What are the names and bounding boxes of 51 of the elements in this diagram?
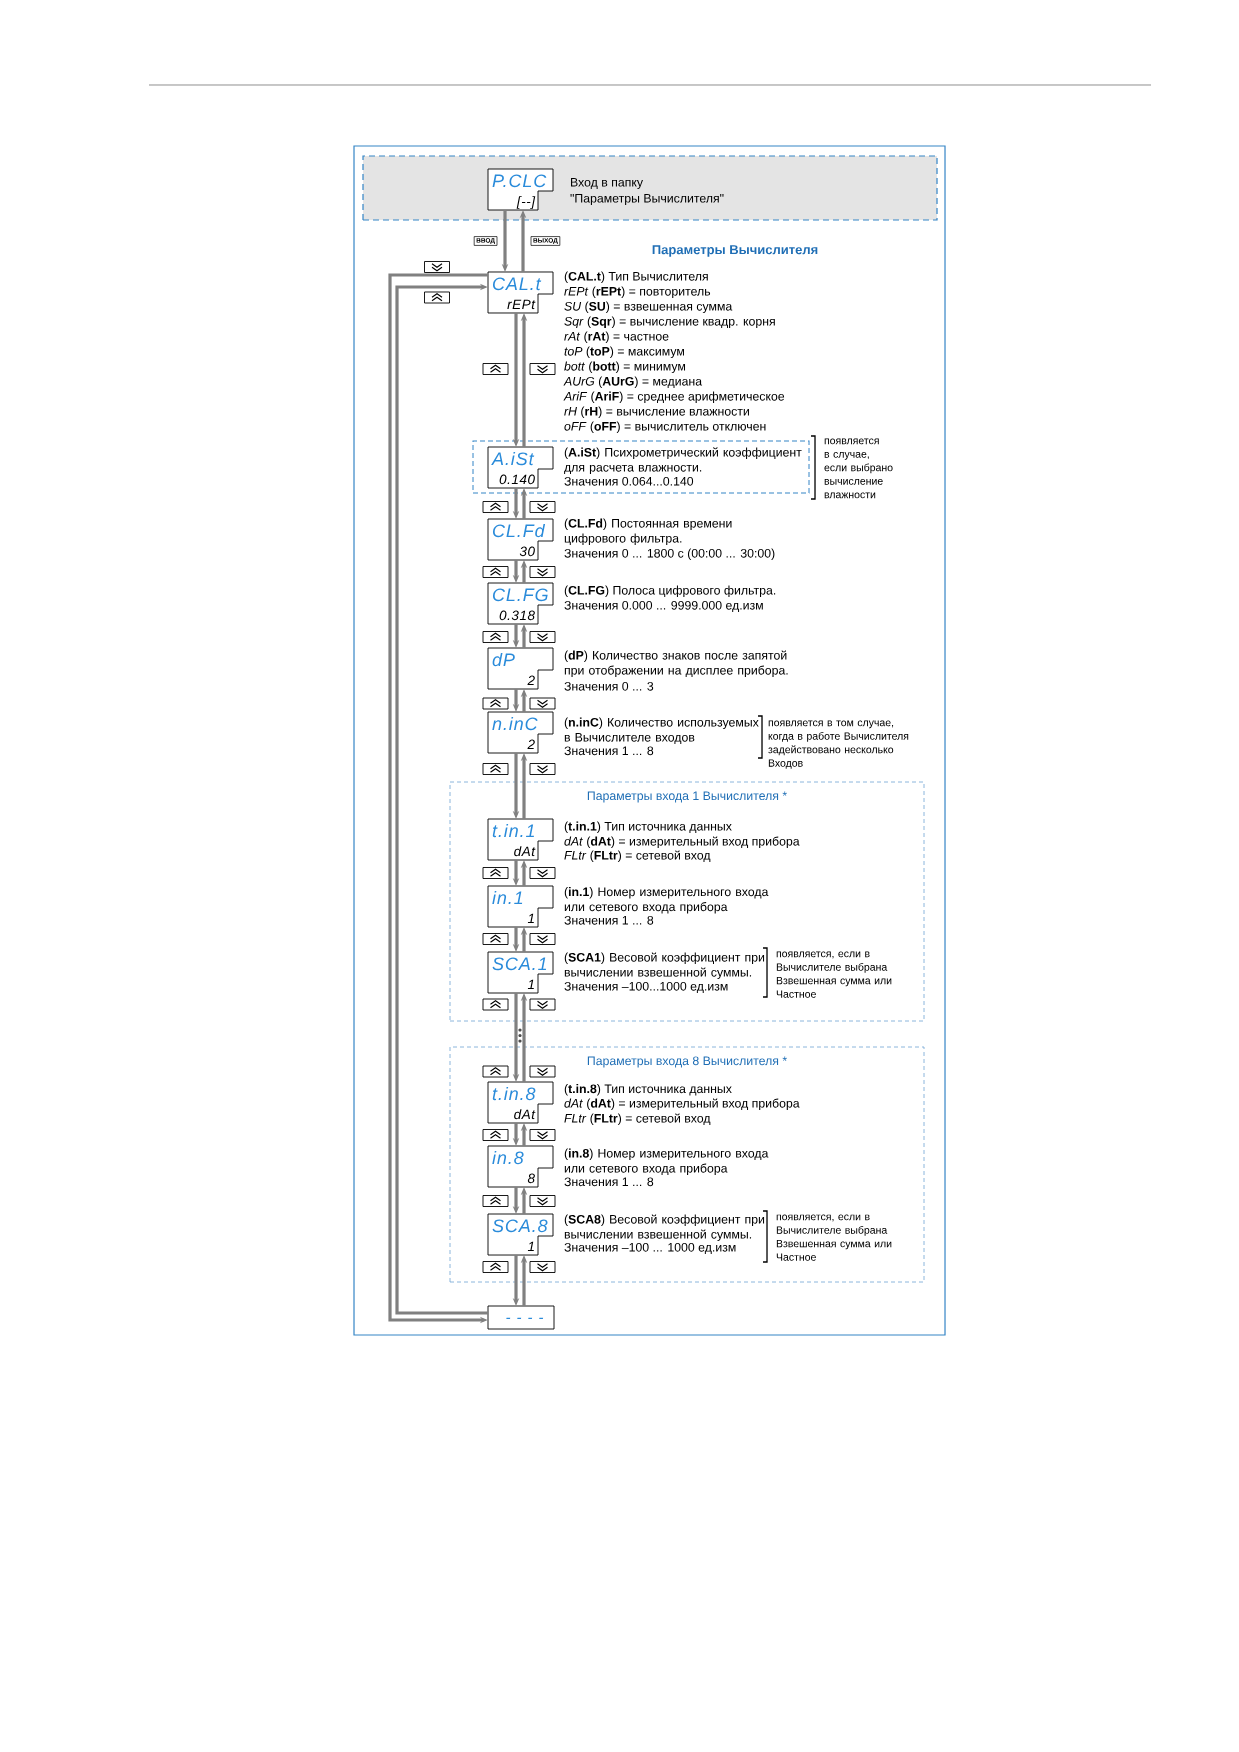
description-text: (SCA1) Весовой коэффициент при вычислении взвешенной суммы. [564, 952, 765, 980]
description-text: Sqr (Sqr) = вычисление квадр. корня [564, 316, 775, 329]
description-text: (t.in.8) Тип источника данных [564, 1084, 732, 1096]
description-text: AriF (AriF) = среднее арифметическое [563, 391, 785, 404]
description-text: FLtr (FLtr) = сетевой вход [564, 850, 711, 863]
display-box: P.CLC [--] [487, 168, 554, 211]
display-box: in.1 1 [487, 885, 554, 928]
display-box: - - - - [487, 1305, 555, 1330]
display-box: CL.Fd 30 [487, 518, 554, 561]
description-text: toP (toP) = максимум [564, 346, 684, 359]
description-text: dAt (dAt) = измерительный вход прибора [564, 1098, 800, 1111]
description-text: (in.1) Номер измерительного входа или сетевого входа прибора [564, 887, 769, 914]
description-text: (CL.FG) Полоса цифрового фильтра. [564, 585, 776, 598]
display-box: CL.FG 0.318 [487, 582, 554, 625]
description-text: Значения 0 ... 1800 с (00:00 ... 30:00) [564, 548, 775, 561]
description-text: (t.in.1) Тип источника данных [564, 821, 732, 834]
description-text: rAt (rAt) = частное [564, 331, 669, 344]
description-text: AUrG (AUrG) = медиана [563, 376, 703, 389]
section-title: Параметры Вычислителя [652, 245, 818, 257]
description-text: Значения 1 ... 8 [564, 746, 654, 756]
display-box: CAL.t rEPt [487, 271, 554, 314]
description-text: Значения 1 ... 8 [564, 1177, 654, 1187]
description-text: (dP) Количество знаков после запятой при отображении на дисплее прибора. [564, 650, 788, 678]
side-note: появляется, если в Вычислителе выбрана Взвешенная сумма или Частное [776, 1214, 892, 1261]
description-text: FLtr (FLtr) = сетевой вход [564, 1113, 711, 1126]
description-text: Значения –100...1000 ед.изм [564, 981, 728, 993]
description-text: (SCA8) Весовой коэффициент при вычислении взвешенной суммы. [564, 1214, 765, 1242]
description-text: bott (bott) = минимум [564, 361, 685, 374]
description-text: Значения 1 ... 8 [564, 915, 654, 925]
display-box: in.8 8 [487, 1145, 554, 1188]
description-text: (in.8) Номер измерительного входа или сетевого входа прибора [564, 1148, 769, 1176]
description-text: Значения 0 ... 3 [564, 681, 654, 691]
description-text: dAt (dAt) = измерительный вход прибора [564, 836, 800, 849]
description-text: oFF (oFF) = вычислитель отключен [564, 421, 766, 434]
display-box: t.in.8 dAt [487, 1081, 554, 1124]
description-text: rH (rH) = вычисление влажности [564, 406, 749, 419]
description-text: (CL.Fd) Постоянная времени цифрового фильтра. [564, 518, 732, 546]
side-note: появляется в том случае, когда в работе Вычислителя задействовано несколько Входов [768, 720, 909, 769]
display-box: dP 2 [487, 647, 554, 690]
display-box: SCA.1 1 [487, 951, 554, 994]
side-note: появляется, если в Вычислителе выбрана Взвешенная сумма или Частное [776, 951, 892, 998]
description-text: (n.inC) Количество используемых в Вычислителе входов [564, 717, 759, 744]
side-note: появляется в случае, если выбрано вычисление влажности [824, 438, 893, 499]
display-box: SCA.8 1 [487, 1213, 554, 1256]
description-text: rEPt (rEPt) = повторитель [564, 286, 711, 299]
description-text: (CAL.t) Тип Вычислителя [564, 271, 708, 284]
description-text: SU (SU) = взвешенная сумма [564, 301, 733, 314]
display-box: A.iSt 0.140 [487, 446, 554, 489]
display-box: t.in.1 dAt [487, 818, 554, 861]
description-text: Значения –100 ... 1000 ед.изм [564, 1242, 736, 1254]
description-text: Значения 0.000 ... 9999.000 ед.изм [564, 600, 763, 612]
